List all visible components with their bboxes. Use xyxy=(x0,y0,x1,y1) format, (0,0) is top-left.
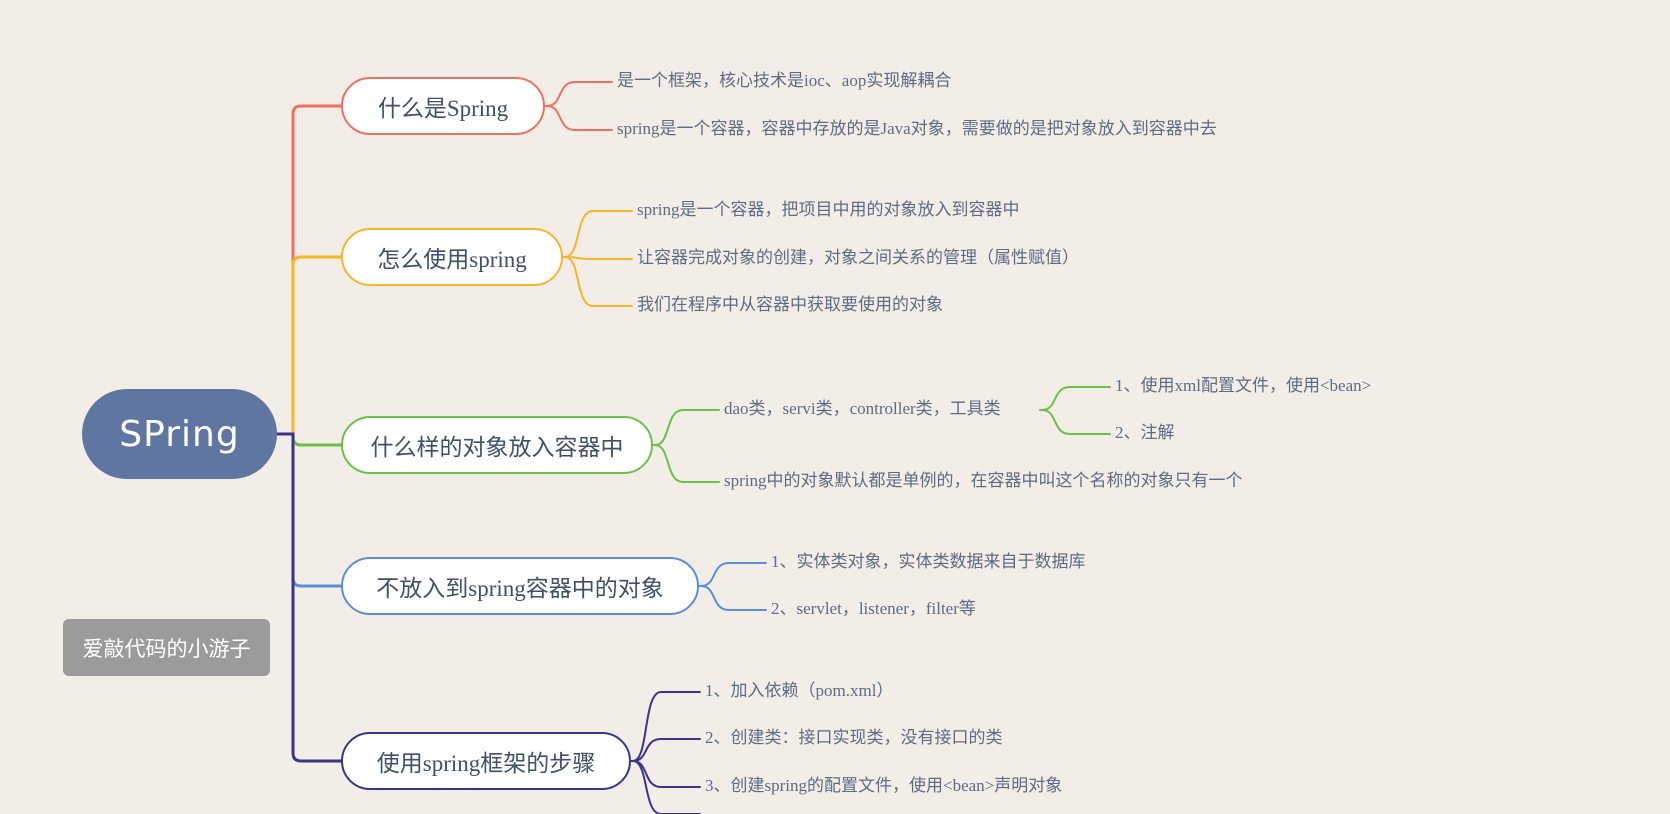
leaf-node[interactable]: spring是一个容器，把项目中用的对象放入到容器中 xyxy=(637,200,1020,219)
branch-connector xyxy=(544,105,613,131)
branch-connector xyxy=(562,256,633,307)
branch-connector xyxy=(562,210,633,258)
branch-node-usage-steps[interactable]: 使用spring框架的步骤 xyxy=(341,732,631,790)
watermark-label: 爱敲代码的小游子 xyxy=(63,619,270,676)
trunk-connector xyxy=(275,432,343,588)
leaf-node[interactable]: 2、注解 xyxy=(1115,423,1175,442)
leaf-node[interactable]: 1、实体类对象，实体类数据来自于数据库 xyxy=(771,552,1086,571)
branch-node-objects-not-in-container[interactable]: 不放入到spring容器中的对象 xyxy=(341,557,699,615)
branch-connector xyxy=(652,444,720,483)
branch-node-what-is-spring[interactable]: 什么是Spring xyxy=(341,77,545,135)
leaf-node[interactable]: spring是一个容器，容器中存放的是Java对象，需要做的是把对象放入到容器中… xyxy=(617,119,1217,138)
branch-connector xyxy=(562,256,633,260)
branch-connector xyxy=(544,81,613,107)
branch-connector xyxy=(698,562,767,587)
leaf-node-with-children[interactable]: dao类，servi类，controller类，工具类 xyxy=(724,399,1001,418)
leaf-node[interactable]: spring中的对象默认都是单例的，在容器中叫这个名称的对象只有一个 xyxy=(724,471,1243,490)
branch-connector xyxy=(698,585,767,611)
leaf-node[interactable]: 2、创建类：接口实现类，没有接口的类 xyxy=(705,728,1003,747)
sub-branch-connector xyxy=(1039,386,1111,411)
trunk-connector xyxy=(275,432,343,447)
trunk-connector xyxy=(275,255,343,436)
branch-connector xyxy=(630,760,701,788)
branch-connector xyxy=(652,409,720,446)
sub-branch-connector xyxy=(1039,409,1111,435)
leaf-node[interactable]: 1、加入依赖（pom.xml） xyxy=(705,681,894,700)
trunk-connector xyxy=(275,104,343,436)
leaf-node[interactable]: 我们在程序中从容器中获取要使用的对象 xyxy=(637,295,943,314)
leaf-node[interactable]: 3、创建spring的配置文件，使用<bean>声明对象 xyxy=(705,776,1063,795)
leaf-node[interactable]: 让容器完成对象的创建，对象之间关系的管理（属性赋值） xyxy=(637,248,1079,267)
leaf-node[interactable]: 2、servlet，listener，filter等 xyxy=(771,599,976,618)
branch-node-how-to-use-spring[interactable]: 怎么使用spring xyxy=(341,228,563,286)
leaf-node[interactable]: 1、使用xml配置文件，使用<bean> xyxy=(1115,376,1372,395)
branch-connector xyxy=(630,691,701,762)
trunk-connector xyxy=(275,432,343,763)
root-node[interactable]: SPring xyxy=(82,389,277,479)
branch-node-objects-in-container[interactable]: 什么样的对象放入容器中 xyxy=(341,416,653,474)
leaf-node[interactable]: 是一个框架，核心技术是ioc、aop实现解耦合 xyxy=(617,71,952,90)
